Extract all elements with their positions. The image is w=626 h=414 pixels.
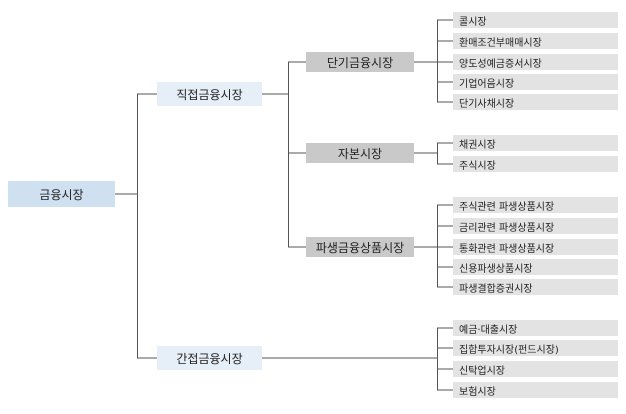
leaf-node: 예금·대출시장 [453, 320, 618, 336]
node-derivatives-market: 파생금융상품시장 [306, 237, 414, 257]
leaf-node: 주식시장 [453, 156, 618, 172]
leaf-node: 기업어음시장 [453, 74, 618, 90]
leaf-node: 채권시장 [453, 135, 618, 151]
leaf-node: 콜시장 [453, 12, 618, 28]
leaf-node: 단기사채시장 [453, 94, 618, 110]
leaf-node: 주식관련 파생상품시장 [453, 197, 618, 213]
leaf-node: 파생결합증권시장 [453, 279, 618, 295]
leaf-node: 환매조건부매매시장 [453, 33, 618, 49]
node-indirect-finance: 간접금융시장 [157, 346, 262, 370]
leaf-node: 양도성예금증서시장 [453, 54, 618, 70]
root-node: 금융시장 [8, 181, 115, 207]
node-capital-market: 자본시장 [306, 143, 414, 163]
leaf-node: 금리관련 파생상품시장 [453, 218, 618, 234]
node-direct-finance: 직접금융시장 [157, 82, 262, 106]
leaf-node: 통화관련 파생상품시장 [453, 239, 618, 255]
leaf-node: 보험시장 [453, 382, 618, 398]
leaf-node: 신용파생상품시장 [453, 259, 618, 275]
node-short-term-market: 단기금융시장 [306, 52, 414, 72]
leaf-node: 신탁업시장 [453, 361, 618, 377]
leaf-node: 집합투자시장(펀드시장) [453, 340, 618, 356]
